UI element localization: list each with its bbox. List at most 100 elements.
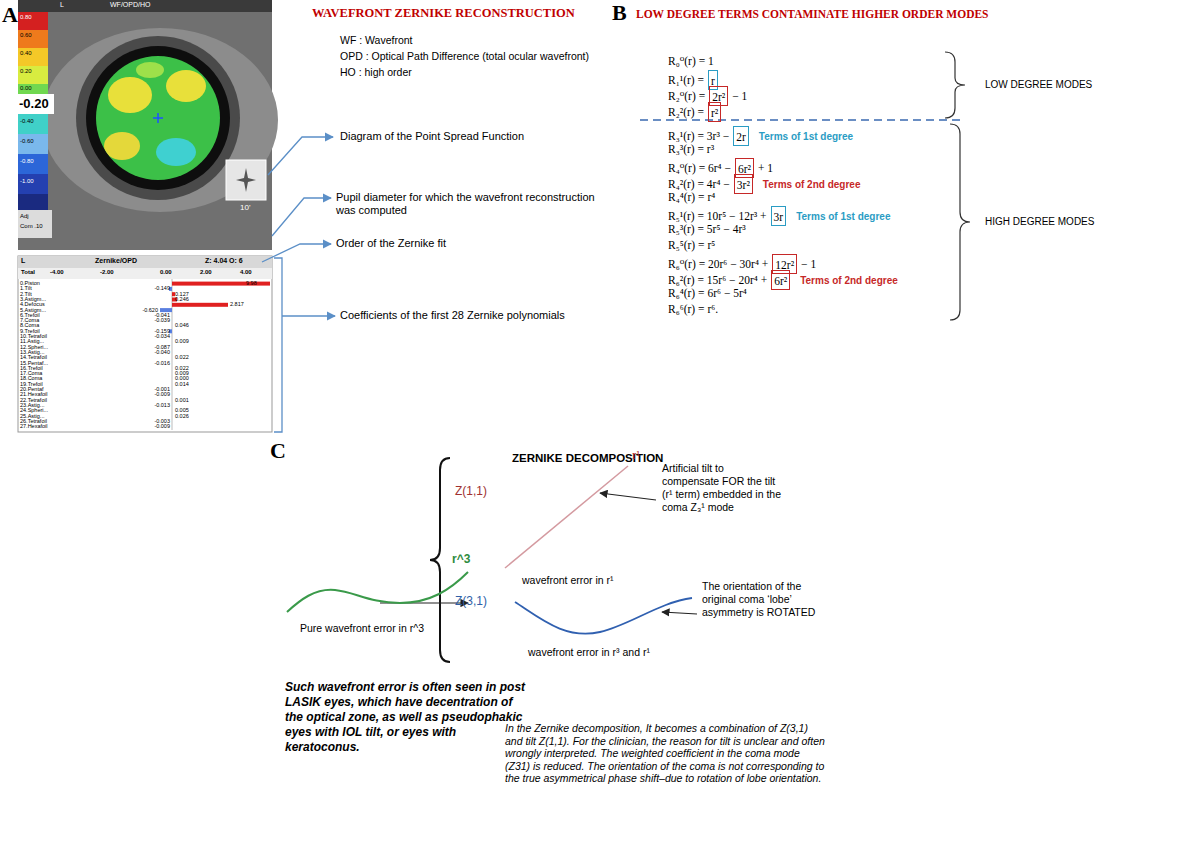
coefficient-value: 0.246 — [175, 297, 189, 302]
term-text: 2r — [736, 131, 746, 143]
topography-image-part — [18, 94, 54, 114]
boxed-term: 6r² — [735, 158, 754, 178]
boxed-term: 2r² — [709, 86, 728, 106]
equation-line: R₁¹(r) =r — [668, 70, 718, 90]
annotation: Artificial tilt to compensate FOR the ti… — [662, 462, 782, 514]
scale-setting: Com .10 — [20, 223, 43, 229]
panel-letter: A — [2, 2, 18, 28]
callout-leader — [262, 137, 335, 432]
zernike-table-part — [18, 268, 272, 279]
abbreviation: HO : high order — [340, 66, 412, 78]
annotation: The orientation of the original coma ‘lo… — [702, 580, 817, 619]
scale-value: 0.40 — [20, 50, 32, 56]
degree-note: Terms of 2nd degree — [800, 275, 898, 286]
callout-text: Order of the Zernike fit — [336, 237, 446, 250]
psf-angle: 10' — [240, 203, 250, 212]
radial-polynomial: R₅⁵(r) = r⁵ — [668, 238, 715, 252]
coefficient-value: 0.026 — [175, 414, 189, 419]
callout-text: Diagram of the Point Spread Function — [340, 130, 524, 143]
zernike-table-part — [172, 282, 270, 286]
radial-polynomial: R₆⁰(r) = 20r⁶ − 30r⁴ + — [668, 257, 768, 271]
radial-polynomial: + 1 — [758, 161, 773, 175]
scale-value: 0.20 — [20, 68, 32, 74]
column-header: -2.00 — [100, 269, 114, 275]
equation-line: R₂²(r) =r² — [668, 102, 721, 122]
coefficient-value: -0.149 — [154, 286, 170, 291]
degree-note: Terms of 1st degree — [759, 131, 853, 142]
topography-image-part — [18, 30, 48, 48]
mode-label: Z(1,1) — [455, 484, 487, 498]
topography-image-part — [18, 154, 48, 174]
equation-line: R₅⁵(r) = r⁵ — [668, 238, 715, 252]
equation-line: R₆⁴(r) = 6r⁶ − 5r⁴ — [668, 286, 747, 300]
callout-leader-part — [274, 258, 282, 432]
boxed-term: r² — [708, 102, 721, 122]
topography-image-part — [236, 168, 256, 192]
coefficient-value: 0.009 — [175, 339, 189, 344]
column-header: -4.00 — [50, 269, 64, 275]
radial-polynomial: R₂⁰(r) = — [668, 89, 705, 103]
zernike-term-name: 27.Hexafoil — [20, 424, 48, 429]
scale-value: -1.00 — [20, 178, 34, 184]
radial-polynomial: R₀⁰(r) = 1 — [668, 54, 714, 68]
table-header: Z: 4.04 O: 6 — [205, 257, 243, 264]
bracket-label: LOW DEGREE MODES — [985, 79, 1092, 90]
topography-image-part — [86, 46, 230, 190]
scale-value: 0.60 — [20, 32, 32, 38]
scale-value: -0.60 — [20, 138, 34, 144]
radial-polynomial: R₁¹(r) = — [668, 73, 704, 87]
callout-text: Coefficients of the first 28 Zernike pol… — [340, 309, 565, 322]
clinical-note: Such wavefront error is often seen in po… — [285, 680, 530, 755]
boxed-term: 3r — [771, 206, 787, 226]
topography-image-part-part — [108, 77, 152, 113]
coefficient-value: -0.039 — [154, 318, 170, 323]
panel-letter: C — [270, 438, 286, 464]
decomposition-sketch-part — [600, 493, 656, 500]
column-header: 2.00 — [200, 269, 212, 275]
decomposition-sketch-part — [662, 612, 697, 614]
column-header: 4.00 — [240, 269, 252, 275]
radial-polynomial: R₅³(r) = 5r⁵ − 4r³ — [668, 222, 746, 236]
topography-image-part — [18, 12, 48, 30]
topography-image-part-part — [166, 70, 206, 102]
term-text: 6r² — [774, 275, 787, 287]
topography-image-part — [18, 174, 48, 194]
eye-side: L — [60, 1, 64, 8]
topography-image-part — [42, 28, 278, 212]
degree-note: Terms of 1st degree — [796, 211, 890, 222]
equation-line: R₄⁰(r) = 6r⁴ −6r²+ 1 — [668, 158, 773, 178]
term-text: 3r — [774, 211, 784, 223]
equation-line: R₀⁰(r) = 1 — [668, 54, 714, 68]
radial-polynomial: R₅¹(r) = 10r⁵ − 12r³ + — [668, 209, 767, 223]
coefficient-value: 9.98 — [246, 281, 257, 286]
abbreviation: WF : Wavefront — [340, 34, 413, 46]
zernike-table-part — [18, 256, 272, 268]
term-text: 3r² — [737, 179, 750, 191]
callout-leader-part — [262, 244, 331, 262]
topography-image-part — [18, 84, 48, 94]
radial-polynomial: R₄⁴(r) = r⁴ — [668, 190, 715, 204]
zernike-table-part — [18, 256, 272, 432]
coefficient-value: -0.034 — [154, 334, 170, 339]
topography-image-part — [18, 0, 272, 12]
equation-line: R₆⁶(r) = r⁶. — [668, 302, 718, 316]
topography-image-part — [76, 36, 240, 200]
radial-polynomial: R₆²(r) = 15r⁶ − 20r⁴ + — [668, 273, 767, 287]
topography-image-part — [18, 210, 52, 238]
decomposition-sketch-part — [515, 598, 692, 634]
curve-caption: wavefront error in r¹ — [522, 574, 614, 586]
zernike-table-part — [172, 303, 228, 307]
scale-value: 0.00 — [20, 85, 32, 91]
panel-title: ZERNIKE DECOMPOSITION — [512, 452, 663, 464]
scale-center-value: -0.20 — [19, 96, 49, 111]
radial-polynomial: R₃¹(r) = 3r³ − — [668, 129, 729, 143]
scale-value: 0.80 — [20, 14, 32, 20]
term-text: r² — [711, 107, 718, 119]
column-header: 0.00 — [160, 269, 172, 275]
topography-image-part — [90, 50, 230, 190]
mode-label: Z(3,1) — [455, 594, 487, 608]
panel-title: LOW DEGREE TERMS CONTAMINATE HIGHER ORDE… — [636, 8, 989, 20]
scale-value: -0.40 — [20, 118, 34, 124]
mode-divider — [640, 52, 970, 320]
